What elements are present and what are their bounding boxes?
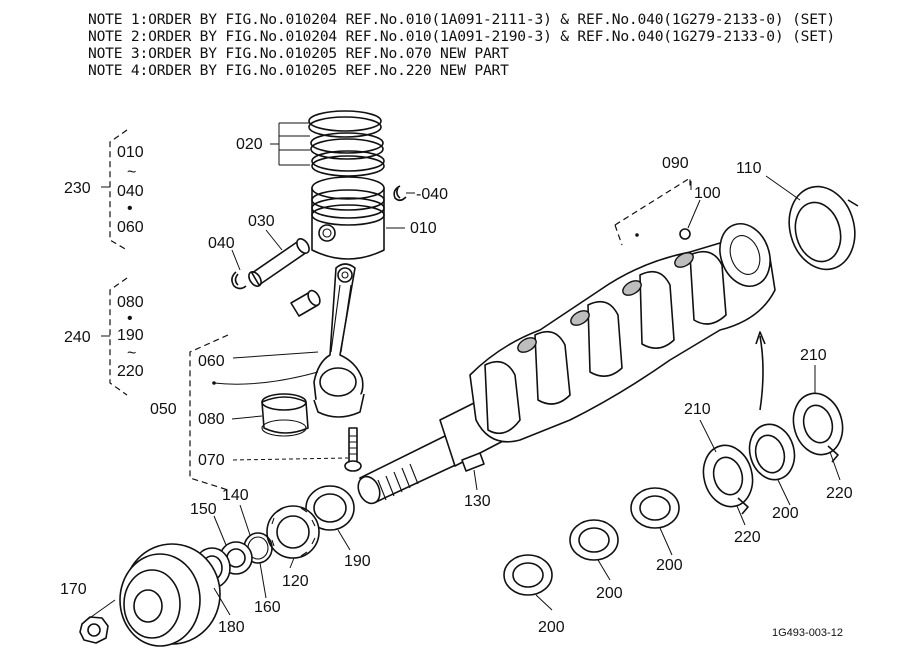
label-220-front: 220 bbox=[734, 529, 761, 546]
group-230-item-060: 060 bbox=[117, 219, 144, 236]
big-end-bearing[interactable] bbox=[261, 393, 309, 437]
main-bearing-3[interactable] bbox=[569, 519, 619, 561]
note-2: NOTE 2:ORDER BY FIG.No.010204 REF.No.010… bbox=[88, 28, 835, 45]
piston-pin[interactable] bbox=[246, 237, 311, 289]
group-230-dot: • bbox=[127, 200, 133, 217]
group-230-item-010: 010 bbox=[117, 144, 144, 161]
main-bearing-5[interactable] bbox=[744, 419, 801, 484]
circlip-left[interactable] bbox=[231, 271, 247, 290]
group-240-bracket bbox=[101, 277, 128, 396]
label-110: 110 bbox=[736, 160, 762, 177]
leader-lines bbox=[83, 122, 841, 623]
figure-code: 1G493-003-12 bbox=[772, 627, 843, 639]
label-230: 230 bbox=[64, 180, 91, 197]
thrust-washer-front[interactable] bbox=[697, 440, 759, 515]
group-090-bracket bbox=[614, 176, 691, 246]
label-090: 090 bbox=[662, 155, 689, 172]
group-230-bracket bbox=[101, 129, 128, 251]
group-050-bracket bbox=[189, 334, 229, 491]
label-040-left: 040 bbox=[208, 235, 235, 252]
label-070: 070 bbox=[198, 452, 225, 469]
thrust-collar-190[interactable] bbox=[305, 485, 355, 531]
note-4: NOTE 4:ORDER BY FIG.No.010205 REF.No.220… bbox=[88, 62, 509, 79]
pulley-nut[interactable] bbox=[79, 616, 109, 644]
rod-bolt[interactable] bbox=[344, 427, 362, 472]
crankshaft-gear[interactable] bbox=[266, 505, 320, 559]
woodruff-key[interactable] bbox=[461, 452, 485, 472]
label-030: 030 bbox=[248, 213, 275, 230]
connecting-rod[interactable] bbox=[313, 263, 365, 418]
label-120: 120 bbox=[282, 573, 309, 590]
label-050: 050 bbox=[150, 401, 177, 418]
piston[interactable] bbox=[311, 176, 385, 260]
label-150: 150 bbox=[190, 501, 217, 518]
main-bearing-2[interactable] bbox=[503, 554, 553, 596]
label-200-a: 200 bbox=[772, 505, 799, 522]
label-140: 140 bbox=[222, 487, 249, 504]
label-060: 060 bbox=[198, 353, 225, 370]
group-240-sep: ~ bbox=[127, 345, 136, 362]
piston-rings[interactable] bbox=[308, 110, 385, 177]
label-040-right: -040 bbox=[416, 186, 448, 203]
note-3: NOTE 3:ORDER BY FIG.No.010205 REF.No.070… bbox=[88, 45, 509, 62]
label-160: 160 bbox=[254, 599, 281, 616]
label-240: 240 bbox=[64, 329, 91, 346]
label-020: 020 bbox=[236, 136, 263, 153]
main-bearing-4[interactable] bbox=[630, 487, 680, 529]
small-end-bushing[interactable] bbox=[290, 289, 322, 317]
label-200-b: 200 bbox=[656, 557, 683, 574]
thrust-washer-rear[interactable] bbox=[787, 388, 849, 463]
group-240-item-190: 190 bbox=[117, 327, 144, 344]
group-230-sep: ~ bbox=[127, 164, 136, 181]
circlip-right[interactable] bbox=[393, 185, 407, 202]
group-240-dot: • bbox=[127, 310, 133, 327]
label-210-front: 210 bbox=[684, 401, 711, 418]
label-100: 100 bbox=[694, 185, 721, 202]
label-130: 130 bbox=[464, 493, 491, 510]
label-080: 080 bbox=[198, 411, 225, 428]
label-010-right: 010 bbox=[410, 220, 437, 237]
group-240-item-080: 080 bbox=[117, 294, 144, 311]
label-200-c: 200 bbox=[596, 585, 623, 602]
note-1: NOTE 1:ORDER BY FIG.No.010204 REF.No.010… bbox=[88, 11, 835, 28]
label-200-d: 200 bbox=[538, 619, 565, 636]
label-170: 170 bbox=[60, 581, 87, 598]
crankshaft[interactable] bbox=[354, 217, 778, 507]
dowel-pin[interactable] bbox=[679, 228, 691, 240]
crankshaft-pulley[interactable] bbox=[119, 543, 221, 647]
label-180: 180 bbox=[218, 619, 245, 636]
group-230-item-040: 040 bbox=[117, 183, 144, 200]
group-240-item-220: 220 bbox=[117, 363, 144, 380]
label-210-rear: 210 bbox=[800, 347, 827, 364]
label-190: 190 bbox=[344, 553, 371, 570]
rear-oil-seal[interactable] bbox=[780, 179, 864, 277]
label-220-rear: 220 bbox=[826, 485, 853, 502]
